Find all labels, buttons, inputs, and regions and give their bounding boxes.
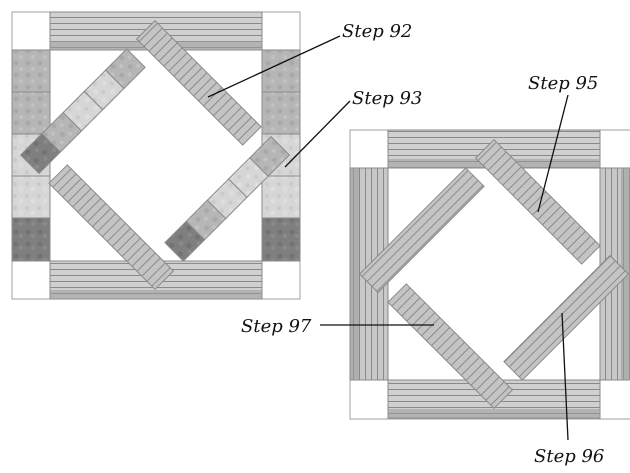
label-step-95: Step 95 xyxy=(528,73,598,94)
right-diamond-strip-bottom-left xyxy=(358,167,485,294)
step-labels: Step 92 Step 93 Step 95 Step 96 Step 97 xyxy=(241,21,604,467)
right-diamond-strip-top-left xyxy=(474,138,601,265)
leader-lines xyxy=(207,35,569,441)
left-diamond-frame xyxy=(19,19,291,291)
left-diamond-strip-bottom-right xyxy=(48,164,175,291)
label-step-92: Step 92 xyxy=(342,21,412,42)
left-quilt-block xyxy=(11,11,301,300)
right-quilt-block xyxy=(349,129,630,420)
left-diamond-squares-top-right xyxy=(164,135,291,262)
leader-line-step-92 xyxy=(207,35,341,98)
right-diamond-frame xyxy=(358,138,630,410)
label-step-93: Step 93 xyxy=(352,88,422,109)
label-step-97: Step 97 xyxy=(241,316,312,337)
left-diamond-squares-bottom-left xyxy=(19,48,146,175)
right-diamond-strip-top-right xyxy=(503,254,630,381)
label-step-96: Step 96 xyxy=(534,446,604,467)
leader-line-step-95 xyxy=(537,94,569,213)
left-diamond-strip-top-left xyxy=(135,19,262,146)
leader-line-step-96 xyxy=(561,312,569,441)
right-diamond-strip-bottom-right xyxy=(387,283,514,410)
leader-line-step-93 xyxy=(284,100,351,168)
